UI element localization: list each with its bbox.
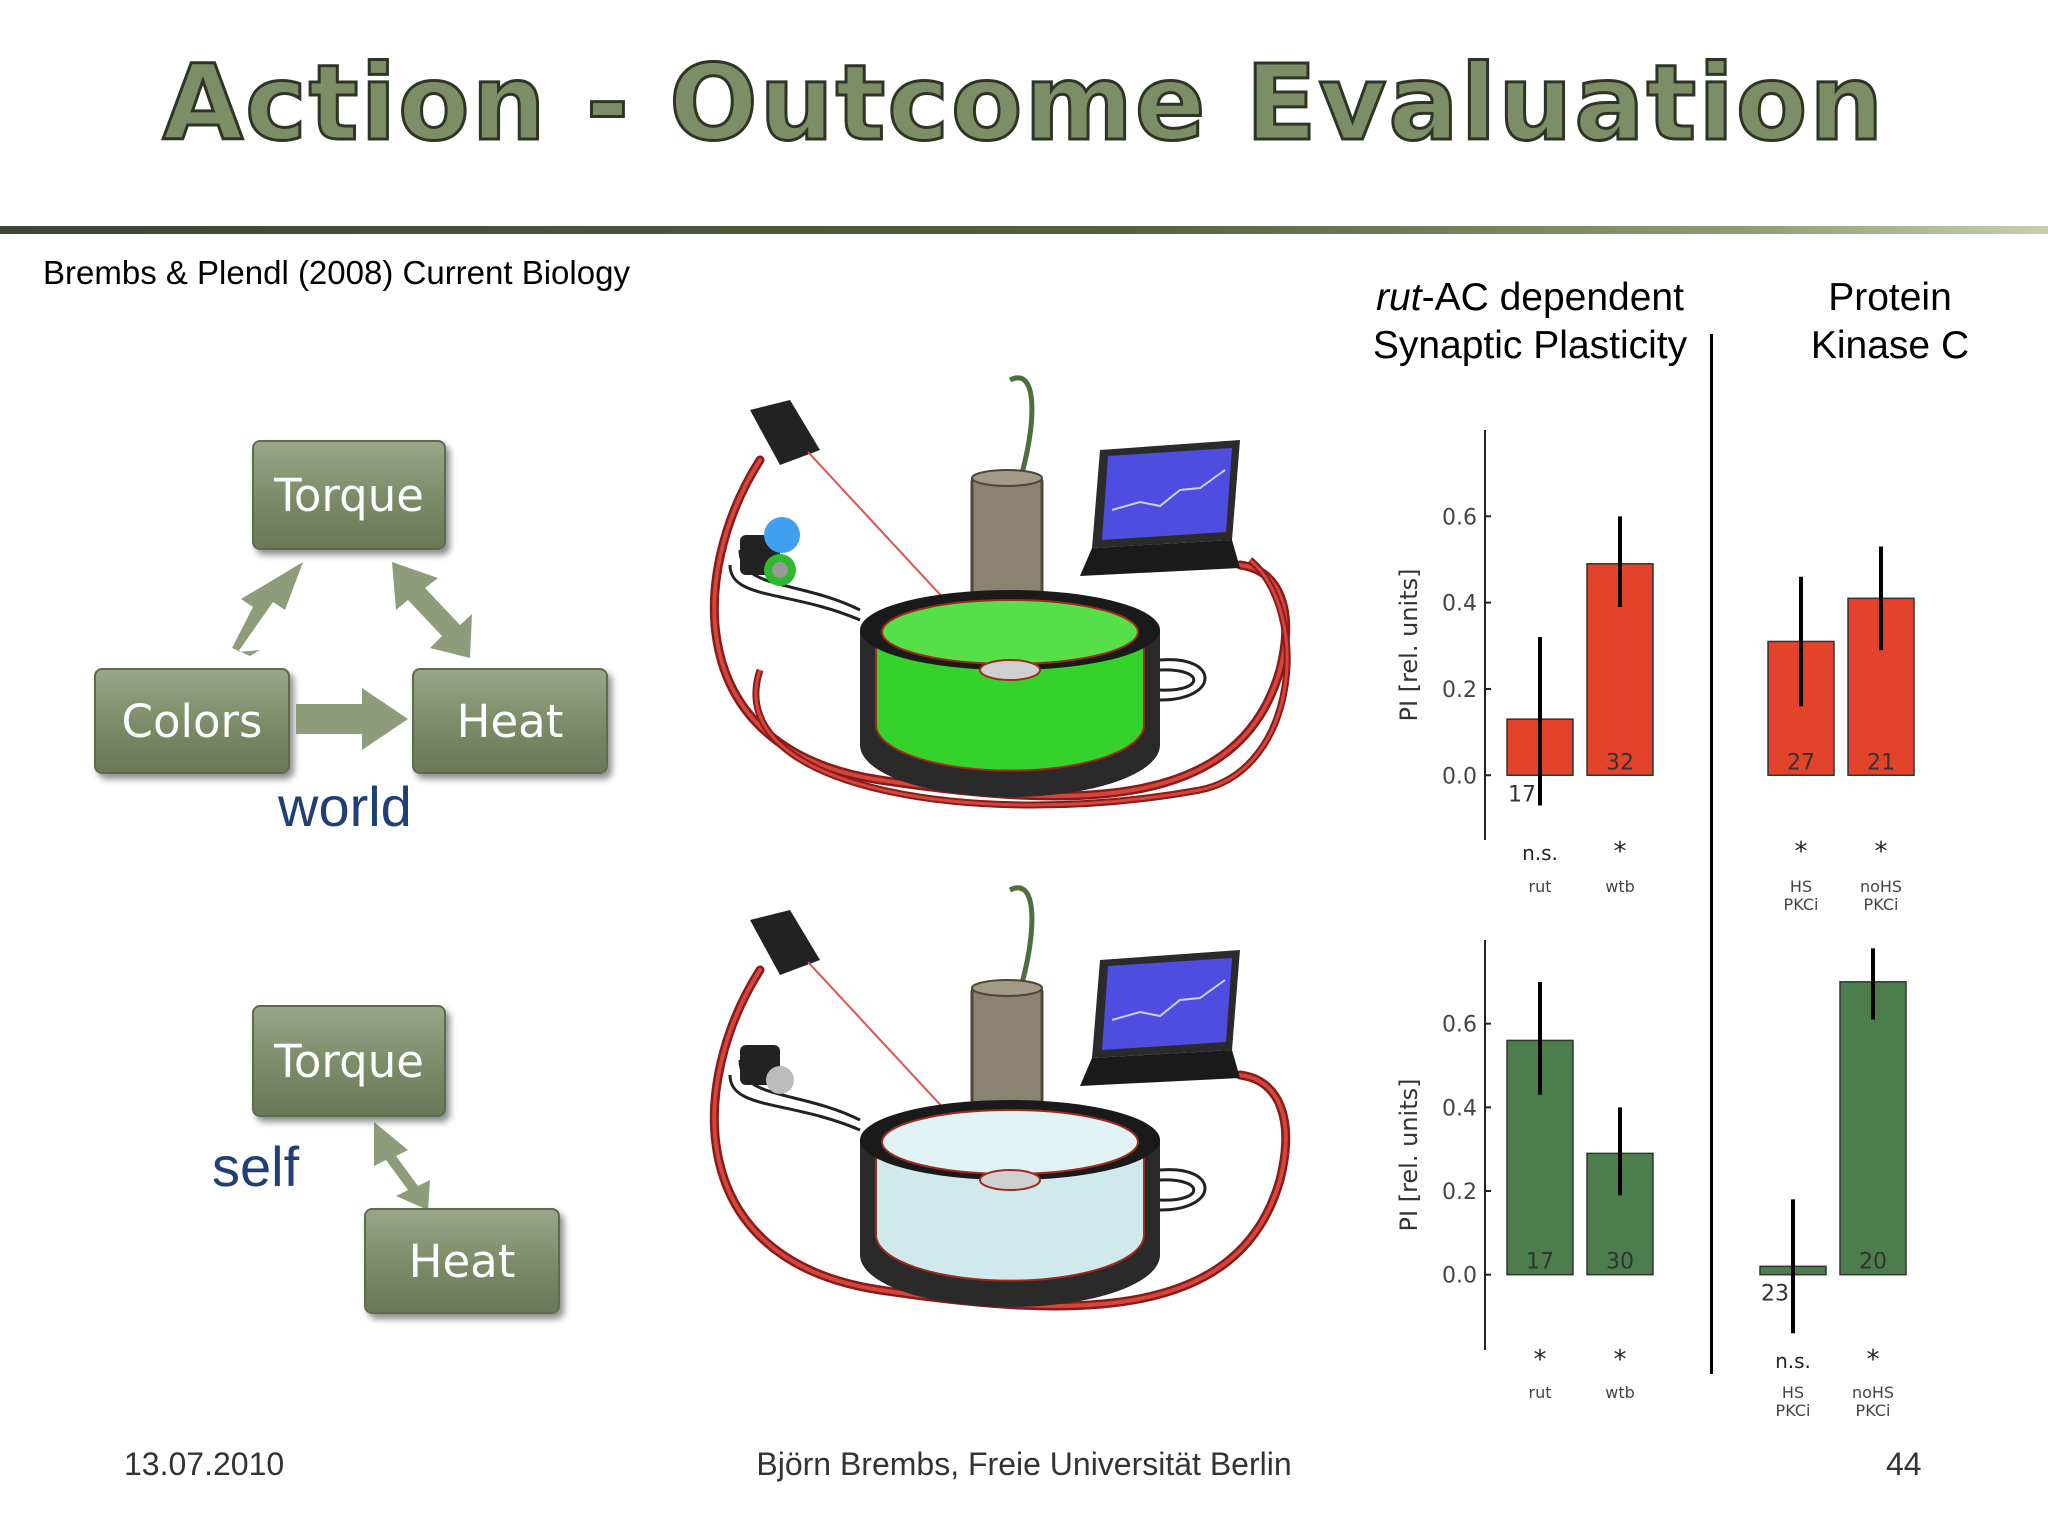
sample-size-label: 21 xyxy=(1867,750,1895,775)
header-pkc-line1: Protein xyxy=(1828,276,1952,319)
significance-label: n.s. xyxy=(1522,841,1558,865)
torque-box-self: Torque xyxy=(252,1005,446,1117)
slide-title: Action - Outcome Evaluation xyxy=(161,41,1886,166)
header-pkc-line2: Kinase C xyxy=(1810,324,1970,367)
y-tick-label: 0.4 xyxy=(1442,1096,1477,1121)
category-label: HS xyxy=(1790,877,1812,896)
y-tick-label: 0.6 xyxy=(1442,1013,1477,1038)
significance-label: * xyxy=(1614,1345,1627,1375)
header-rut-ac: rut-AC dependent Synaptic Plasticity xyxy=(1340,274,1720,370)
y-tick-label: 0.4 xyxy=(1442,592,1477,617)
significance-label: * xyxy=(1534,1345,1547,1375)
world-label: world xyxy=(278,775,412,838)
self-label: self xyxy=(212,1135,300,1198)
category-label-line2: PKCi xyxy=(1856,1401,1891,1420)
chart-rut-heat-self: 0.0 0.2 0.4 0.6 PI [rel. units] 17 * rut 30 * wtb xyxy=(1395,940,1654,1402)
header-rut-italic: rut xyxy=(1376,276,1422,319)
category-label: rut xyxy=(1529,877,1552,896)
category-label-line2: PKCi xyxy=(1784,895,1819,914)
panel-divider xyxy=(1710,334,1713,1374)
category-label: noHS xyxy=(1852,1383,1894,1402)
arrow-self xyxy=(374,1122,430,1210)
y-tick-label: 0.0 xyxy=(1442,1264,1477,1289)
torque-box-world: Torque xyxy=(252,440,446,550)
sample-size-label: 17 xyxy=(1526,1250,1554,1275)
footer-author: Björn Brembs, Freie Universität Berlin xyxy=(756,1446,1292,1482)
y-tick-label: 0.6 xyxy=(1442,505,1477,530)
arrow-colors-torque xyxy=(232,562,303,656)
sample-size-label: 30 xyxy=(1606,1250,1634,1275)
arrow-colors-heat xyxy=(296,688,408,750)
apparatus-self-illustration xyxy=(709,885,1291,1311)
sample-size-label: 17 xyxy=(1508,782,1536,807)
sample-size-label: 32 xyxy=(1606,750,1634,775)
footer-date: 13.07.2010 xyxy=(124,1446,285,1482)
header-rut-rest: -AC dependent xyxy=(1421,276,1684,319)
significance-label: * xyxy=(1867,1345,1880,1375)
chart-rut-heat-world: 0.0 0.2 0.4 0.6 PI [rel. units] 17 n.s. rut 32 * w… xyxy=(1395,430,1654,896)
y-tick-label: 0.0 xyxy=(1442,764,1477,789)
category-label-line2: PKCi xyxy=(1864,895,1899,914)
category-label: HS xyxy=(1782,1383,1804,1402)
significance-label: * xyxy=(1795,837,1808,867)
arrow-torque-heat xyxy=(392,562,472,658)
y-axis-label: PI [rel. units] xyxy=(1395,569,1423,722)
bar xyxy=(1839,981,1907,1276)
diagram-arrows xyxy=(232,562,472,1210)
category-label: rut xyxy=(1529,1383,1552,1402)
y-tick-label: 0.2 xyxy=(1442,1180,1477,1205)
sample-size-label: 27 xyxy=(1787,750,1815,775)
title-rule xyxy=(0,226,2048,234)
category-label-line2: PKCi xyxy=(1776,1401,1811,1420)
category-label: noHS xyxy=(1860,877,1902,896)
significance-label: n.s. xyxy=(1775,1349,1811,1373)
header-pkc: Protein Kinase C xyxy=(1770,274,2010,370)
heat-box-self: Heat xyxy=(364,1208,560,1314)
colors-box: Colors xyxy=(94,668,290,774)
apparatus-world-illustration xyxy=(709,375,1291,809)
sample-size-label: 20 xyxy=(1859,1250,1887,1275)
heat-box-world: Heat xyxy=(412,668,608,774)
category-label: wtb xyxy=(1605,877,1635,896)
y-tick-label: 0.2 xyxy=(1442,678,1477,703)
category-label: wtb xyxy=(1605,1383,1635,1402)
header-rut-line2: Synaptic Plasticity xyxy=(1372,324,1688,367)
y-axis-label: PI [rel. units] xyxy=(1395,1079,1423,1232)
sample-size-label: 23 xyxy=(1761,1282,1789,1307)
citation: Brembs & Plendl (2008) Current Biology xyxy=(43,254,630,291)
significance-label: * xyxy=(1875,837,1888,867)
footer-page: 44 xyxy=(1886,1446,1922,1482)
significance-label: * xyxy=(1614,837,1627,867)
